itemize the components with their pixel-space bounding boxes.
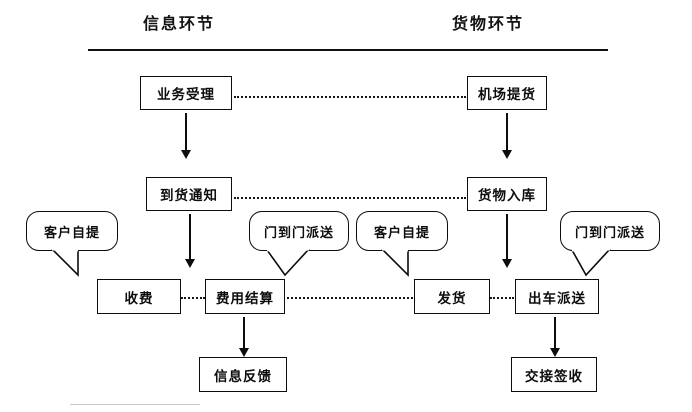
box-information-feedback[interactable]: 信息反馈 — [199, 357, 287, 392]
box-charge[interactable]: 收费 — [97, 279, 181, 314]
connector-settlement-to-shipment — [287, 297, 413, 299]
arrow-airport-to-warehousing — [506, 113, 508, 151]
callout-tail-down-left-icon — [266, 247, 310, 277]
box-arrival-notice[interactable]: 到货通知 — [146, 177, 232, 211]
connector-notice-to-warehousing — [234, 197, 466, 199]
box-dispatch-delivery[interactable]: 出车派送 — [515, 279, 599, 314]
callout-tail-down-right-icon — [51, 247, 79, 277]
box-cost-settlement[interactable]: 费用结算 — [205, 279, 285, 314]
arrow-warehousing-to-shipment — [506, 214, 508, 260]
box-business-acceptance[interactable]: 业务受理 — [140, 76, 232, 110]
column-header-information: 信息环节 — [143, 14, 216, 33]
callout-self-pickup-left-label: 客户自提 — [26, 211, 118, 251]
box-handover-signoff[interactable]: 交接签收 — [511, 357, 597, 392]
arrow-settlement-to-feedback — [243, 317, 245, 349]
callout-tail-down-right-icon — [381, 247, 409, 277]
box-shipment[interactable]: 发货 — [414, 279, 490, 314]
scan-artifact-line — [70, 404, 200, 405]
arrow-notice-to-settlement — [189, 214, 191, 260]
box-airport-pickup[interactable]: 机场提货 — [467, 76, 547, 110]
header-divider-rule — [88, 49, 608, 51]
column-header-goods: 货物环节 — [452, 14, 525, 33]
connector-acceptance-to-airport — [234, 96, 466, 98]
callout-self-pickup-right-label: 客户自提 — [356, 211, 448, 251]
connector-charge-to-settlement — [181, 297, 205, 299]
box-goods-warehousing[interactable]: 货物入库 — [467, 177, 547, 211]
connector-shipment-to-dispatch — [490, 297, 514, 299]
callout-door-to-door-right-label: 门到门派送 — [560, 211, 660, 251]
arrow-dispatch-to-handover — [554, 317, 556, 349]
callout-tail-down-left-icon — [571, 247, 611, 277]
arrow-acceptance-to-notice — [185, 113, 187, 151]
